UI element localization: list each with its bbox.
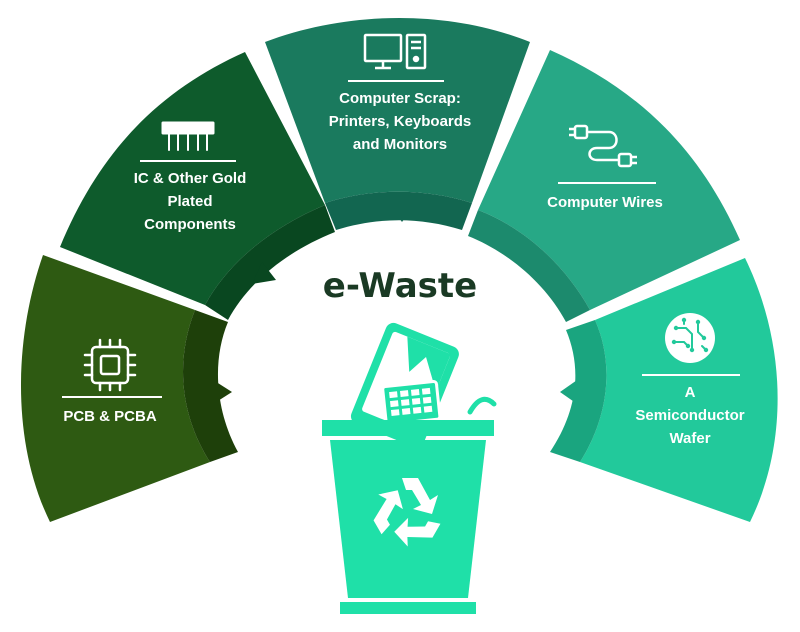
segment-scrap-shape bbox=[265, 18, 530, 203]
divider-scrap bbox=[348, 80, 444, 82]
segment-scrap bbox=[265, 18, 530, 230]
diagram-title: e-Waste bbox=[322, 266, 478, 306]
label-wafer-line-1: A bbox=[684, 384, 696, 401]
label-wafer-line-3: Wafer bbox=[669, 430, 711, 447]
label-ic-line-3: Components bbox=[144, 216, 236, 233]
segment-scrap-pointer bbox=[390, 205, 414, 222]
segment-pcb bbox=[20, 255, 238, 522]
segment-pcb-shape bbox=[20, 255, 210, 522]
segment-ic-inner-band bbox=[205, 205, 335, 320]
segment-pcb-pointer bbox=[210, 378, 232, 406]
label-wafer-line-2: Semiconductor bbox=[635, 407, 745, 424]
ic-component-icon bbox=[161, 121, 215, 151]
segment-wires bbox=[468, 50, 740, 322]
segment-wafer bbox=[550, 258, 778, 522]
keypad-trash bbox=[381, 379, 442, 426]
label-scrap-line-2: Printers, Keyboards bbox=[328, 113, 472, 130]
label-pcb-line-1: PCB & PCBA bbox=[63, 408, 157, 425]
label-wires: Computer Wires bbox=[530, 191, 680, 214]
label-wafer: A Semiconductor Wafer bbox=[610, 381, 770, 450]
divider-wires bbox=[558, 182, 656, 184]
segment-ic-shape bbox=[60, 52, 325, 305]
recycle-bin bbox=[322, 318, 497, 614]
label-scrap-line-3: and Monitors bbox=[352, 136, 448, 153]
divider-ic bbox=[140, 160, 236, 162]
bin-base bbox=[340, 602, 476, 614]
circuit-wafer-icon bbox=[665, 313, 715, 363]
segment-wafer-shape bbox=[580, 258, 778, 522]
segment-ic bbox=[60, 52, 335, 320]
divider-wafer bbox=[642, 374, 740, 376]
chip-icon bbox=[83, 338, 137, 392]
label-pcb: PCB & PCBA bbox=[40, 405, 180, 428]
recycle-icon bbox=[373, 478, 441, 547]
cable-icon bbox=[569, 124, 637, 168]
label-scrap: Computer Scrap: Printers, Keyboards and … bbox=[310, 87, 490, 156]
segment-wires-pointer bbox=[530, 258, 548, 282]
label-scrap-line-1: Computer Scrap: bbox=[339, 90, 461, 107]
segment-wires-shape bbox=[478, 50, 740, 310]
label-ic-line-1: IC & Other Gold bbox=[133, 170, 247, 187]
label-wires-line-1: Computer Wires bbox=[547, 194, 663, 211]
cable-trash bbox=[467, 396, 497, 415]
segment-ic-pointer bbox=[252, 262, 276, 284]
label-ic-line-2: Plated bbox=[167, 193, 213, 210]
segment-wires-inner-band bbox=[468, 210, 590, 322]
divider-pcb bbox=[62, 396, 162, 398]
computer-icon bbox=[363, 33, 427, 70]
segment-wafer-pointer bbox=[560, 378, 580, 406]
label-ic: IC & Other Gold Plated Components bbox=[100, 167, 280, 236]
bin-rim bbox=[322, 420, 494, 436]
